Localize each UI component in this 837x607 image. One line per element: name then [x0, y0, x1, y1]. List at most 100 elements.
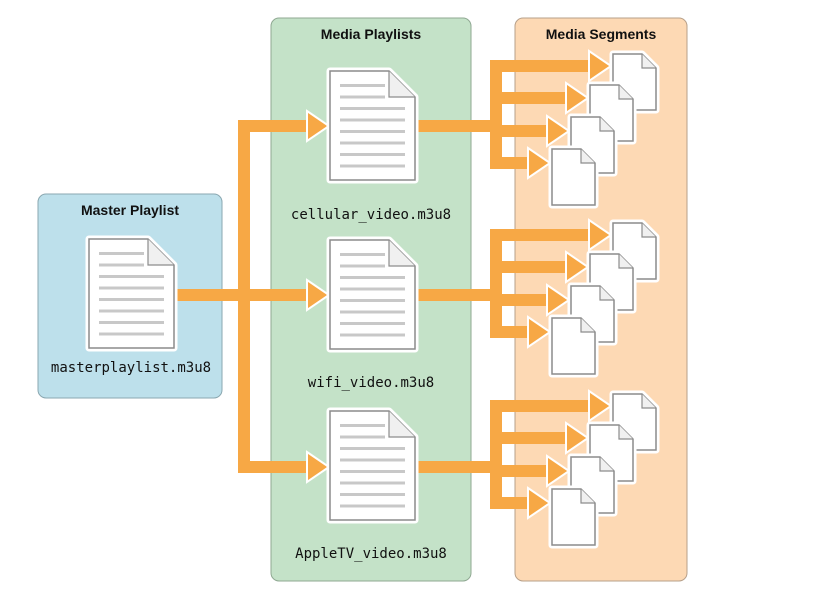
- media-playlist-document-icon: [326, 67, 419, 184]
- document-text-line: [340, 470, 405, 473]
- document-fold: [618, 425, 633, 440]
- document-text-line: [340, 493, 405, 496]
- arrow-head: [527, 315, 552, 349]
- document-text-line: [340, 424, 385, 427]
- document-text-line: [340, 333, 405, 337]
- arrow-trunk: [490, 400, 502, 509]
- arrow-shaft: [496, 261, 568, 273]
- document-text-line: [99, 275, 164, 278]
- document-text-line: [340, 276, 405, 279]
- document-fold: [580, 489, 595, 504]
- arrow-shaft: [496, 432, 568, 444]
- document-text-line: [99, 332, 164, 336]
- document-fold: [580, 149, 595, 164]
- document-text-line: [340, 141, 405, 145]
- document-text-line: [340, 447, 405, 450]
- arrow-shaft: [496, 465, 549, 477]
- document-fold: [599, 117, 614, 132]
- document-text-line: [340, 95, 385, 99]
- media-playlist-output-shaft: [416, 289, 496, 301]
- media-playlist-filename-wifi: wifi_video.m3u8: [308, 375, 434, 391]
- document-text-line: [99, 286, 164, 290]
- arrow-connectors: [176, 49, 613, 520]
- media-playlists-title: Media Playlists: [321, 26, 422, 42]
- document-fold: [599, 286, 614, 301]
- document-fold: [388, 71, 415, 98]
- document-text-line: [99, 263, 144, 267]
- arrow-head: [527, 486, 552, 520]
- arrow-shaft: [244, 289, 306, 301]
- arrow-head: [565, 421, 590, 455]
- media-playlist-filename-cellular: cellular_video.m3u8: [291, 207, 451, 223]
- document-text-line: [340, 84, 385, 87]
- arrow-trunk: [490, 229, 502, 338]
- document-text-line: [99, 309, 164, 313]
- document-text-line: [99, 252, 144, 255]
- arrow-shaft: [496, 60, 591, 72]
- media-segments-title: Media Segments: [546, 26, 657, 42]
- document-text-line: [340, 130, 405, 133]
- arrow-head: [306, 109, 331, 143]
- master-playlist-filename: masterplaylist.m3u8: [51, 360, 211, 376]
- document-text-line: [99, 298, 164, 301]
- arrow-shaft: [496, 92, 568, 104]
- document-fold: [580, 318, 595, 333]
- arrow-head: [565, 250, 590, 284]
- arrow-head: [527, 146, 552, 180]
- arrow-shaft: [244, 120, 306, 132]
- document-fold: [641, 54, 656, 69]
- document-fold: [618, 254, 633, 269]
- document-fold: [388, 411, 415, 438]
- master-playlist-document-icon: [85, 235, 178, 352]
- document-text-line: [340, 153, 405, 156]
- document-text-line: [340, 481, 405, 485]
- arrow-trunk: [490, 60, 502, 169]
- document-text-line: [340, 299, 405, 302]
- media-playlist-document-icon: [326, 407, 419, 524]
- arrow-shaft: [496, 125, 549, 137]
- document-text-line: [340, 504, 405, 508]
- document-fold: [599, 457, 614, 472]
- arrow-head: [565, 81, 590, 115]
- arrow-head: [588, 218, 613, 252]
- arrow-head: [546, 454, 571, 488]
- arrow-head: [546, 283, 571, 317]
- media-playlist-document-icon: [326, 236, 419, 353]
- document-fold: [641, 394, 656, 409]
- arrow-head: [306, 450, 331, 484]
- document-text-line: [340, 310, 405, 314]
- document-text-line: [340, 107, 405, 110]
- arrow-shaft: [496, 326, 530, 338]
- media-playlist-filename-appletv: AppleTV_video.m3u8: [295, 546, 447, 562]
- document-fold: [618, 85, 633, 100]
- media-segment-document-icon: [548, 145, 599, 209]
- document-text-line: [340, 264, 385, 268]
- document-text-line: [340, 164, 405, 168]
- document-fold: [388, 240, 415, 267]
- document-text-line: [340, 253, 385, 256]
- arrow-head: [588, 49, 613, 83]
- media-playlist-output-shaft: [416, 120, 496, 132]
- document-fold: [641, 223, 656, 238]
- media-segment-document-icon: [548, 314, 599, 378]
- master-output-shaft: [176, 289, 244, 301]
- master-playlist-title: Master Playlist: [81, 202, 179, 218]
- arrow-head: [306, 278, 331, 312]
- arrow-shaft: [496, 294, 549, 306]
- arrow-shaft: [244, 461, 306, 473]
- document-text-line: [99, 321, 164, 324]
- document-text-line: [340, 287, 405, 291]
- arrow-shaft: [496, 229, 591, 241]
- document-fold: [147, 239, 174, 266]
- media-playlist-output-shaft: [416, 461, 496, 473]
- document-text-line: [340, 118, 405, 122]
- document-text-line: [340, 435, 385, 439]
- media-segment-document-icon: [548, 485, 599, 549]
- documents: [85, 50, 660, 549]
- arrow-head: [588, 389, 613, 423]
- arrow-shaft: [496, 497, 530, 509]
- arrow-shaft: [496, 400, 591, 412]
- arrow-head: [546, 114, 571, 148]
- document-text-line: [340, 458, 405, 462]
